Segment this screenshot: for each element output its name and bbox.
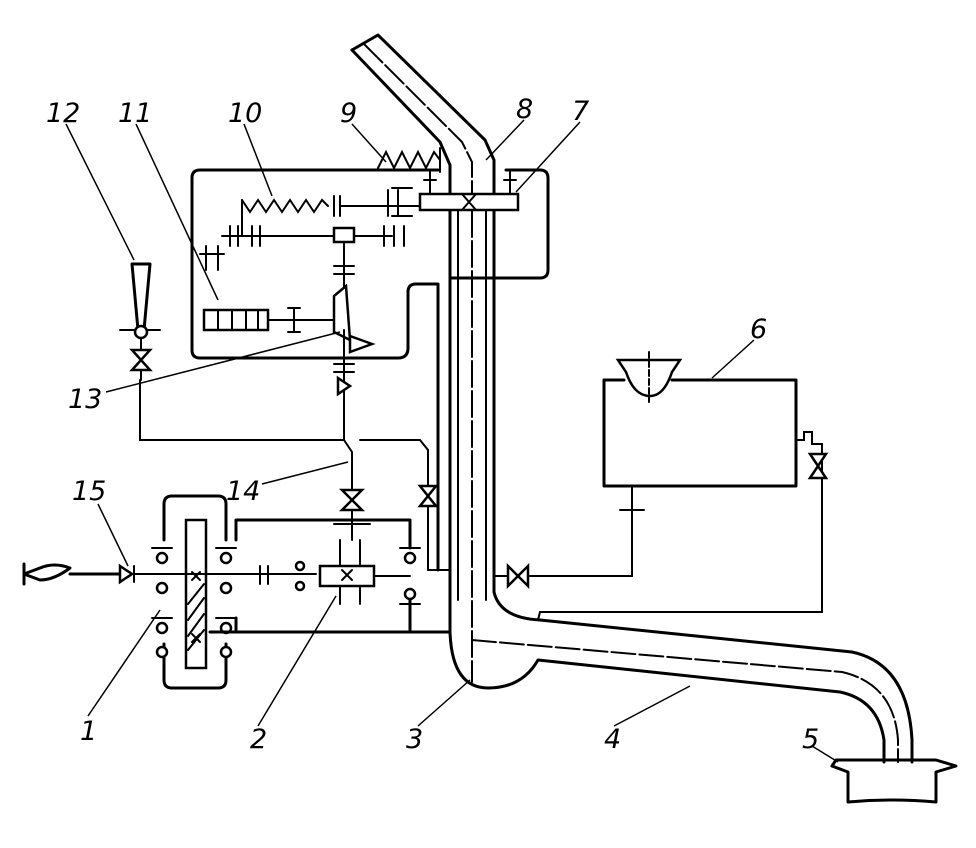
internal-linkage [199, 225, 405, 321]
callout-7: 7 [572, 96, 589, 127]
leader-lines [65, 119, 839, 763]
callout-6: 6 [750, 314, 767, 345]
callout-9: 9 [340, 98, 357, 129]
callout-11: 11 [118, 98, 152, 129]
callout-8: 8 [516, 94, 533, 125]
callout-3: 3 [406, 724, 423, 755]
callout-10: 10 [228, 98, 262, 129]
hand-lever-15 [22, 562, 135, 586]
control-housing [190, 168, 550, 572]
callout-14: 14 [226, 476, 260, 507]
control-line-14 [139, 379, 451, 571]
outlet-5 [830, 758, 958, 804]
vertical-pipe-8 [350, 33, 496, 683]
callout-4: 4 [604, 724, 621, 755]
callout-15: 15 [72, 476, 106, 507]
bevel-gear-13 [332, 283, 376, 399]
elbow-and-horizontal-pipe [448, 590, 914, 764]
callout-13: 13 [68, 384, 102, 415]
gauge-12 [119, 262, 161, 381]
callout-1: 1 [80, 716, 97, 747]
spring-10 [241, 187, 421, 237]
cylinder-11 [202, 307, 335, 333]
callout-labels: 1 2 3 4 5 6 7 8 9 10 11 12 13 14 15 [46, 94, 819, 755]
tank-6 [493, 351, 829, 621]
callout-5: 5 [802, 724, 819, 755]
gearbox-assembly [121, 494, 452, 690]
callout-12: 12 [46, 98, 80, 129]
shaft-7 [418, 171, 520, 212]
spring-9 [377, 147, 441, 173]
callout-2: 2 [250, 724, 267, 755]
